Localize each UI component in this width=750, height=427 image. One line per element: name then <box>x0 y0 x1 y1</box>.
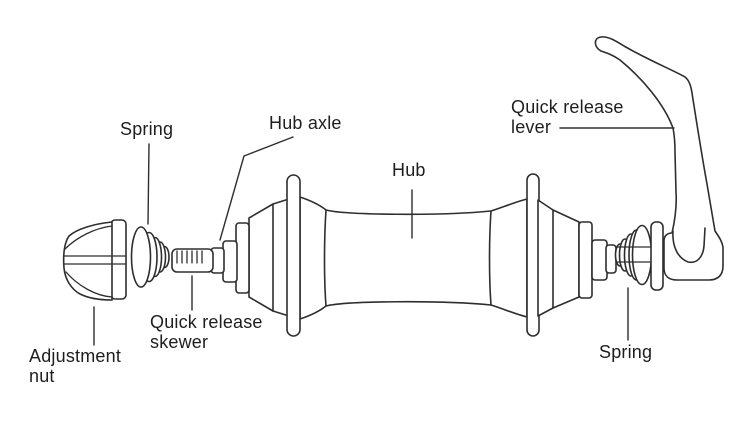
label-quick-release-lever-line1: Quick release <box>511 97 624 117</box>
hub-body <box>299 196 528 320</box>
skewer-shaft-lines <box>615 246 653 263</box>
label-quick-release-lever: Quick release lever <box>511 97 624 137</box>
hub-flange-left <box>286 174 301 337</box>
adjustment-nut-detail-lines <box>63 225 127 298</box>
axle-stub-right <box>605 244 617 274</box>
label-hub: Hub <box>392 160 426 180</box>
spring-left-coil <box>130 226 170 288</box>
lever-cam-curl <box>672 227 706 264</box>
label-quick-release-skewer-line2: skewer <box>150 332 209 352</box>
label-quick-release-skewer: Quick release skewer <box>150 312 263 352</box>
leader-spring-left <box>147 143 150 225</box>
label-quick-release-skewer-line1: Quick release <box>150 312 263 332</box>
label-adjustment-nut: Adjustment nut <box>29 346 121 386</box>
hub-shoulder-crease-right <box>488 210 492 306</box>
leader-hub-axle <box>219 136 294 241</box>
hub-shoulder-crease-left <box>323 209 327 307</box>
adjustment-nut-body <box>62 221 113 301</box>
label-adjustment-nut-line1: Adjustment <box>29 346 122 366</box>
label-adjustment-nut-line2: nut <box>29 366 55 386</box>
label-spring-right: Spring <box>599 342 653 362</box>
skewer-thread-ticks <box>176 250 203 264</box>
clamp-washer <box>650 221 664 291</box>
axle-collar-mid-left <box>222 240 238 283</box>
label-spring-left: Spring <box>120 119 174 139</box>
axle-collar-large-left <box>235 222 250 294</box>
axle-cone-right <box>537 199 580 317</box>
label-hub-axle: Hub axle <box>269 113 342 133</box>
axle-collar-large-right <box>578 221 593 299</box>
quick-release-lever-arm <box>594 36 724 281</box>
spring-right-coil <box>614 224 653 286</box>
axle-cone-left <box>248 198 290 317</box>
label-quick-release-lever-line2: lever <box>511 117 552 137</box>
axle-collar-mid-right <box>591 239 608 281</box>
adjustment-nut-plate <box>110 219 127 300</box>
